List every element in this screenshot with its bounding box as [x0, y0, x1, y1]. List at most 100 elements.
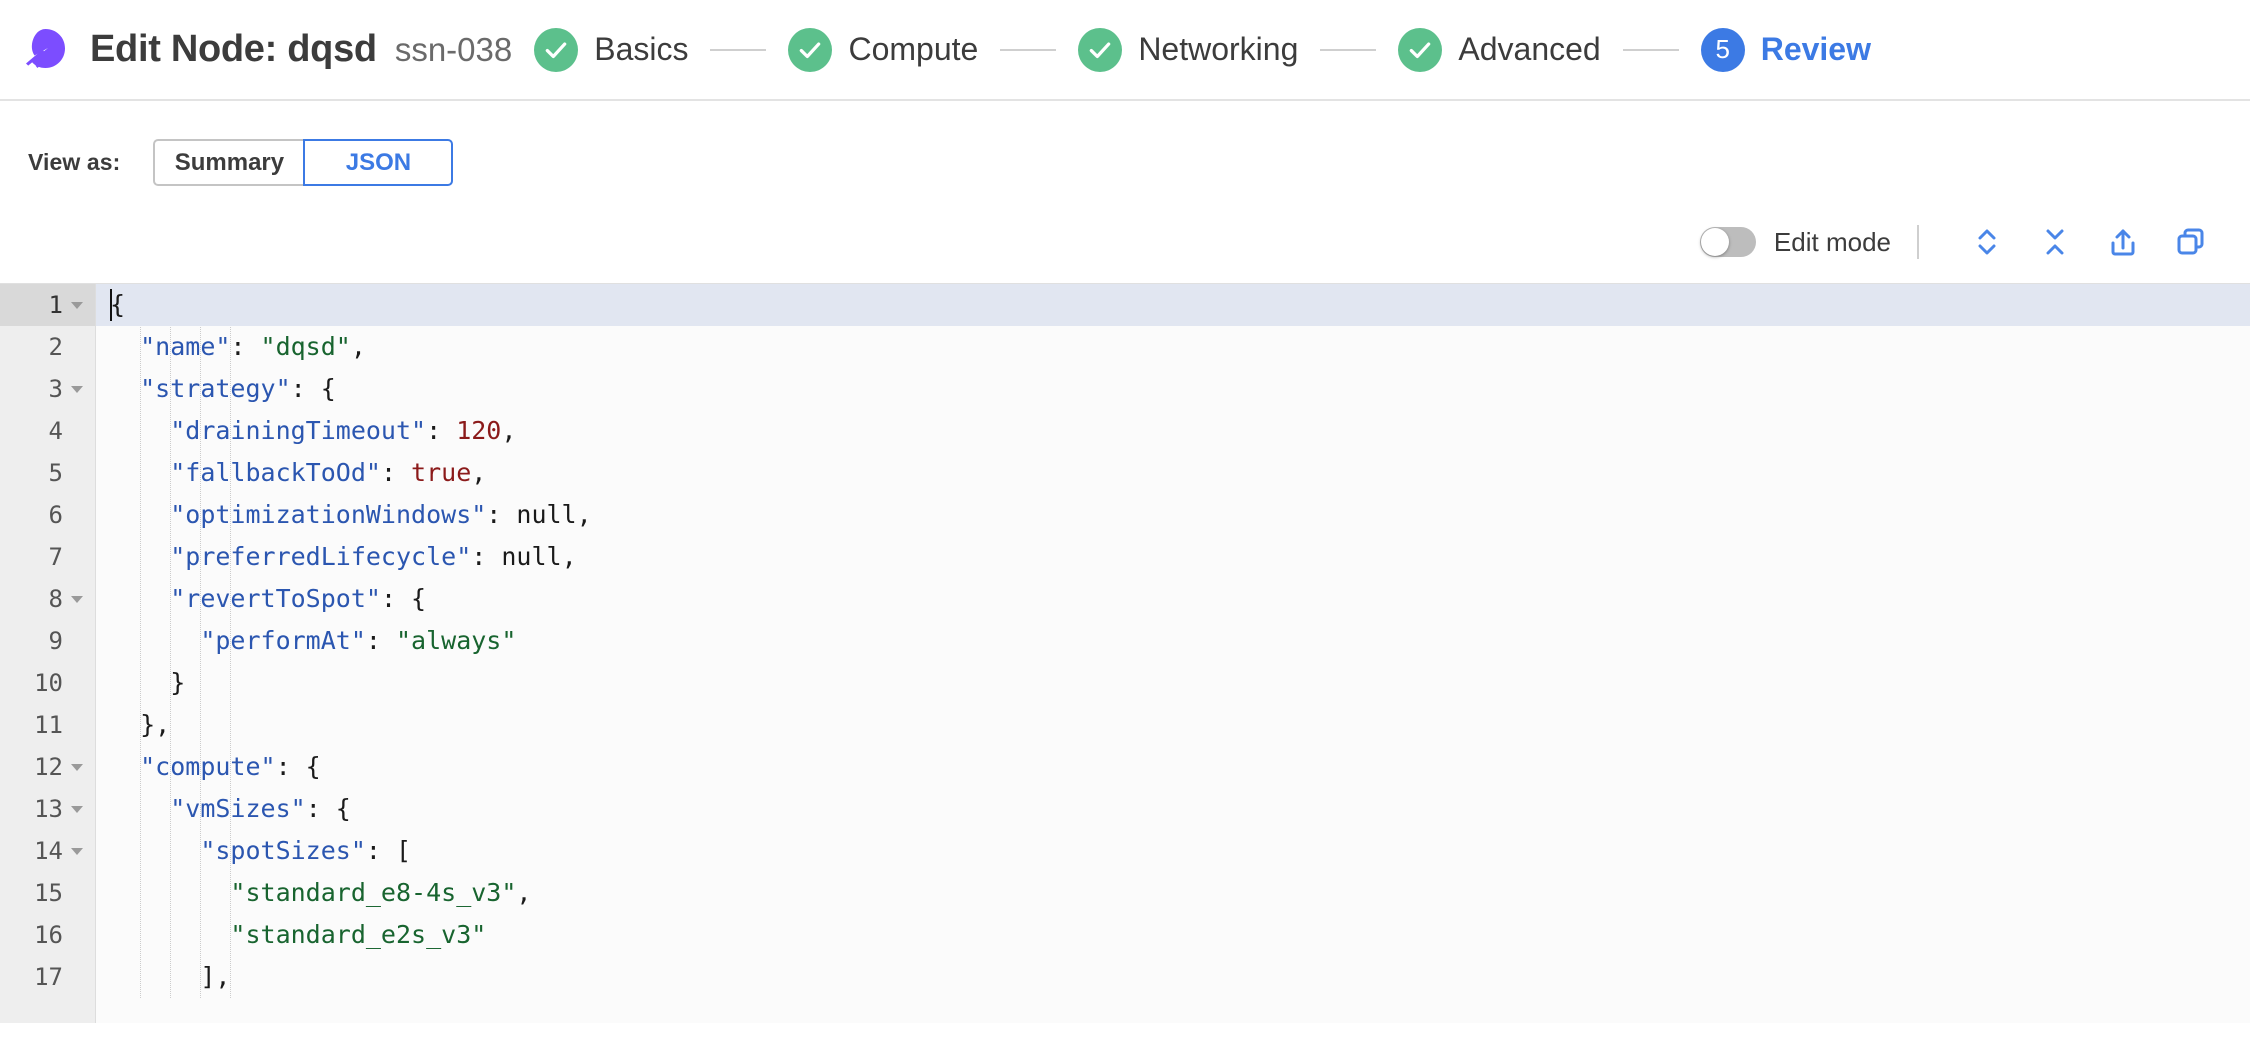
line-number: 8 — [48, 585, 63, 613]
json-token-punct: : { — [305, 794, 351, 823]
json-token-punct: : { — [290, 374, 336, 403]
json-token-punct: : { — [275, 752, 321, 781]
edit-mode-label: Edit mode — [1773, 226, 1891, 257]
code-line[interactable]: "optimizationWindows": null, — [96, 494, 2250, 536]
code-line[interactable]: { — [96, 284, 2250, 326]
indent — [110, 536, 170, 578]
edit-mode-toggle[interactable] — [1699, 227, 1756, 257]
gutter-line: 4 — [0, 410, 95, 452]
json-token-key: "optimizationWindows" — [170, 500, 487, 529]
fold-toggle-icon[interactable] — [67, 386, 87, 393]
step-connector — [1320, 48, 1377, 51]
indent — [110, 662, 170, 704]
indent — [110, 410, 170, 452]
line-number: 9 — [48, 627, 63, 655]
gutter-line: 7 — [0, 536, 95, 578]
json-token-punct: : — [471, 542, 502, 571]
collapse-all-icon[interactable] — [2029, 220, 2081, 264]
code-line[interactable]: "compute": { — [96, 746, 2250, 788]
line-number: 5 — [48, 459, 63, 487]
gutter-line: 13 — [0, 788, 95, 830]
export-icon[interactable] — [2097, 220, 2149, 264]
code-line[interactable]: "fallbackToOd": true, — [96, 452, 2250, 494]
json-token-punct: , — [561, 542, 577, 571]
json-token-str: "standard_e2s_v3" — [230, 920, 487, 949]
view-as-segmented-control[interactable]: Summary JSON — [153, 139, 454, 186]
indent — [110, 326, 140, 368]
code-line[interactable]: "standard_e8-4s_v3", — [96, 872, 2250, 914]
step-compute[interactable]: Compute — [788, 27, 978, 72]
code-line[interactable]: "preferredLifecycle": null, — [96, 536, 2250, 578]
code-area[interactable]: { "name": "dqsd", "strategy": { "drainin… — [96, 284, 2250, 1023]
json-token-key: "preferredLifecycle" — [170, 542, 472, 571]
code-line[interactable]: "drainingTimeout": 120, — [96, 410, 2250, 452]
json-token-key: "spotSizes" — [200, 836, 366, 865]
view-as-row: View as: Summary JSON — [0, 101, 2250, 186]
line-number: 2 — [48, 333, 63, 361]
json-token-key: "name" — [140, 332, 231, 361]
step-advanced[interactable]: Advanced — [1398, 27, 1601, 72]
json-token-str: "standard_e8-4s_v3" — [230, 878, 517, 907]
step-networking[interactable]: Networking — [1078, 27, 1298, 72]
code-line[interactable]: "vmSizes": { — [96, 788, 2250, 830]
view-as-json-button[interactable]: JSON — [303, 139, 454, 186]
gutter-line: 10 — [0, 662, 95, 704]
expand-all-icon[interactable] — [1961, 220, 2013, 264]
step-basics[interactable]: Basics — [534, 27, 688, 72]
code-line[interactable]: "revertToSpot": { — [96, 578, 2250, 620]
json-token-punct: { — [110, 290, 126, 319]
indent — [110, 494, 170, 536]
line-number: 14 — [34, 837, 63, 865]
fold-toggle-icon[interactable] — [67, 848, 87, 855]
line-number: 4 — [48, 417, 63, 445]
line-number: 3 — [48, 375, 63, 403]
json-token-punct: , — [516, 878, 532, 907]
fold-toggle-icon[interactable] — [67, 302, 87, 309]
title-group: Edit Node: dqsd ssn-038 — [90, 28, 512, 71]
json-token-key: "compute" — [140, 752, 276, 781]
json-token-bool: true — [411, 458, 472, 487]
gutter-line: 5 — [0, 452, 95, 494]
indent-guide — [200, 284, 202, 998]
fold-toggle-icon[interactable] — [67, 596, 87, 603]
code-line[interactable]: ], — [96, 956, 2250, 998]
check-icon — [1398, 27, 1443, 72]
copy-icon[interactable] — [2165, 220, 2217, 264]
line-number: 7 — [48, 543, 63, 571]
gutter-line: 15 — [0, 872, 95, 914]
code-line[interactable]: "strategy": { — [96, 368, 2250, 410]
json-token-null: null — [516, 500, 577, 529]
json-token-punct: : — [426, 416, 457, 445]
gutter-line: 16 — [0, 914, 95, 956]
code-line[interactable]: "name": "dqsd", — [96, 326, 2250, 368]
json-token-punct: }, — [140, 710, 171, 739]
code-line[interactable]: }, — [96, 704, 2250, 746]
toolbar-divider — [1917, 225, 1919, 259]
check-icon — [1078, 27, 1123, 72]
spot-logo-icon — [22, 27, 68, 73]
gutter-line: 8 — [0, 578, 95, 620]
gutter-line: 3 — [0, 368, 95, 410]
json-token-key: "drainingTimeout" — [170, 416, 427, 445]
line-number: 11 — [34, 711, 63, 739]
indent-guide — [170, 284, 172, 998]
step-review[interactable]: 5 Review — [1700, 27, 1871, 72]
view-as-summary-button[interactable]: Summary — [153, 139, 304, 186]
brand-area: Edit Node: dqsd ssn-038 — [0, 27, 512, 73]
fold-toggle-icon[interactable] — [67, 806, 87, 813]
code-line[interactable]: "spotSizes": [ — [96, 830, 2250, 872]
step-label-advanced: Advanced — [1458, 31, 1601, 67]
code-line[interactable]: } — [96, 662, 2250, 704]
json-token-punct: , — [350, 332, 366, 361]
json-token-key: "fallbackToOd" — [170, 458, 381, 487]
gutter-line: 1 — [0, 284, 95, 326]
check-icon — [534, 27, 579, 72]
json-token-punct: , — [576, 500, 592, 529]
code-line[interactable]: "performAt": "always" — [96, 620, 2250, 662]
line-number: 16 — [34, 921, 63, 949]
json-token-null: null — [501, 542, 562, 571]
fold-toggle-icon[interactable] — [67, 764, 87, 771]
code-line[interactable]: "standard_e2s_v3" — [96, 914, 2250, 956]
